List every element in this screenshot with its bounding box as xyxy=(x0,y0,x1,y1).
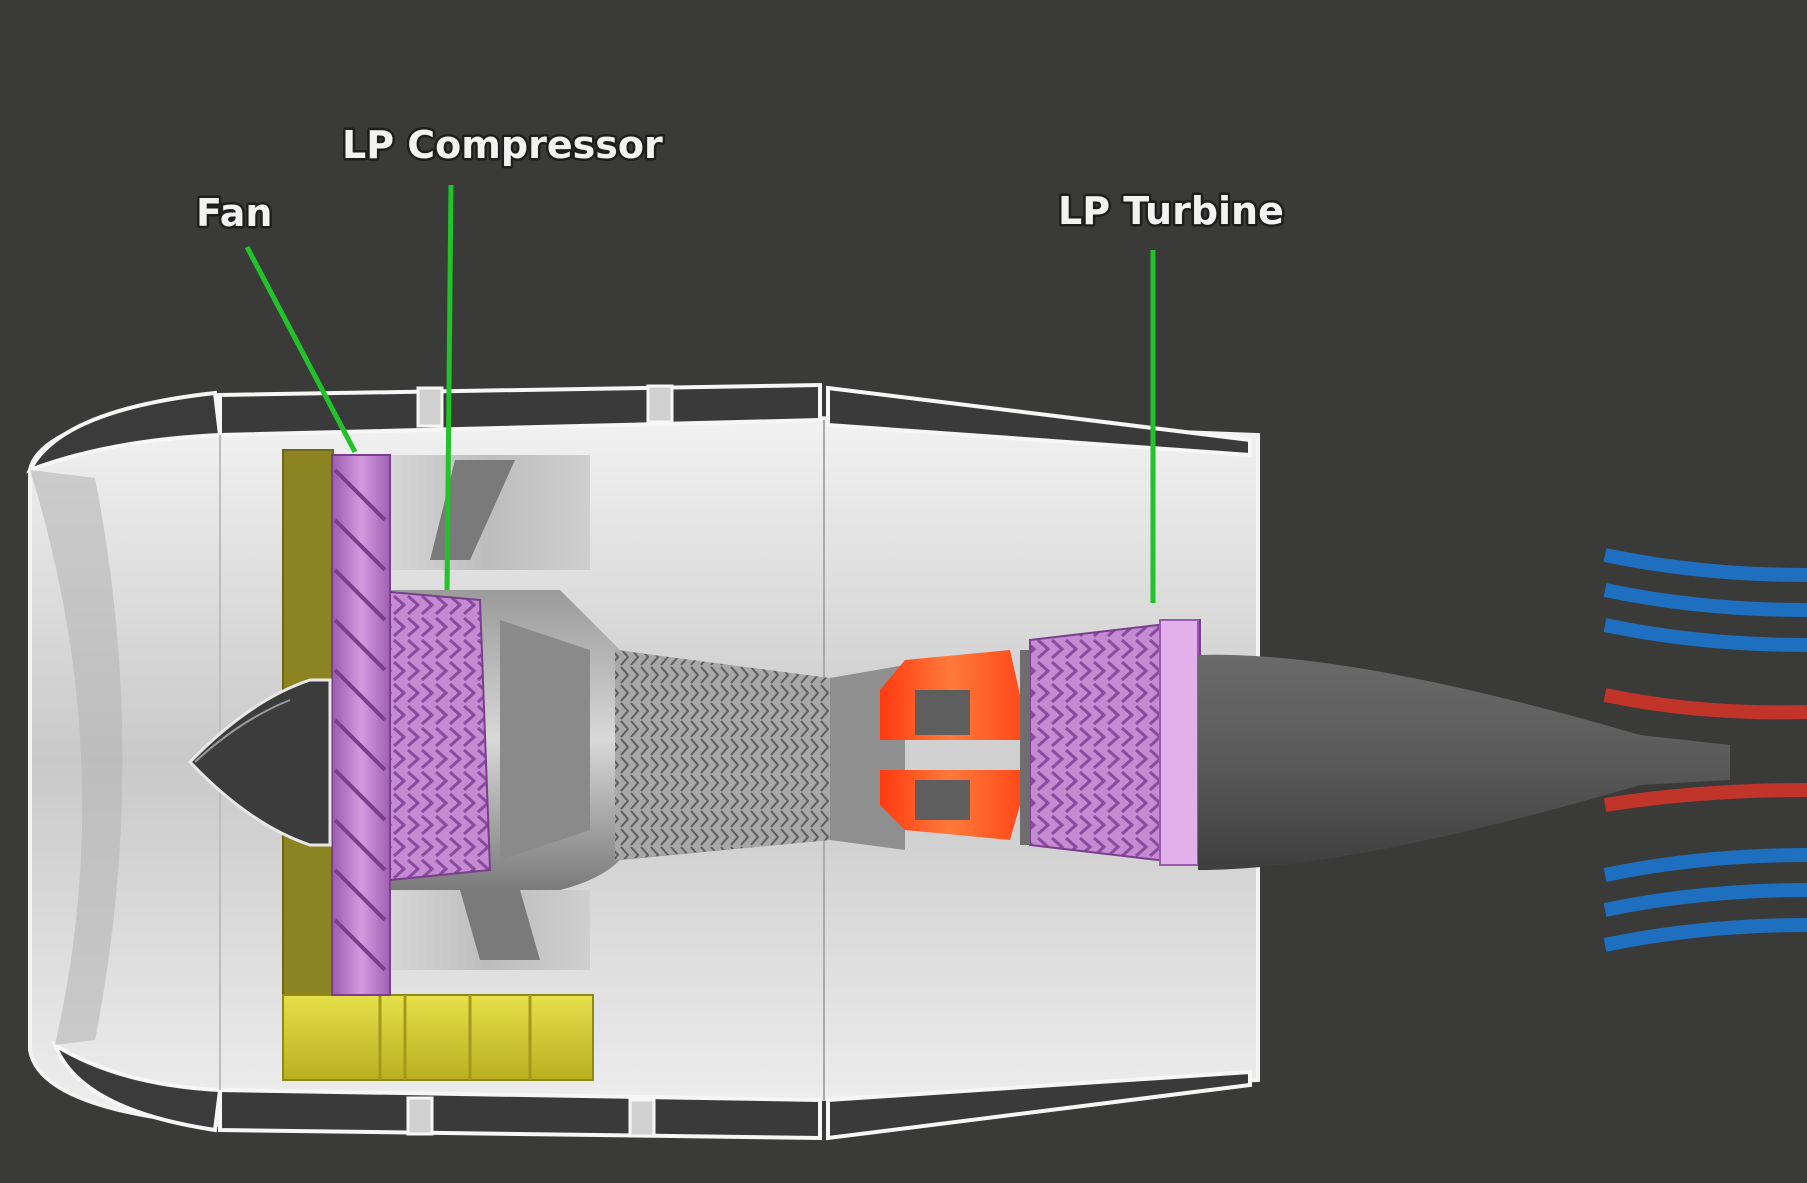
fan-label: Fan xyxy=(196,191,272,235)
hot-flow-line xyxy=(1603,688,1807,720)
exhaust-flow xyxy=(1603,548,1807,952)
lp-compressor-label: LP Compressor xyxy=(342,123,663,167)
fan-leader-line xyxy=(244,245,358,454)
cold-flow-line xyxy=(1603,548,1807,582)
cold-flow-line xyxy=(1603,618,1807,652)
bypass-duct xyxy=(390,455,590,970)
labels: Fan LP Compressor LP Turbine xyxy=(194,121,1287,238)
lp-compressor-stages xyxy=(389,590,492,882)
exhaust-cone xyxy=(1198,654,1730,870)
spinner-nose-cone xyxy=(187,678,332,847)
cold-flow-line xyxy=(1603,848,1807,882)
lp-turbine-stages xyxy=(1020,618,1201,867)
hot-flow-line xyxy=(1603,783,1807,812)
fan-rotor xyxy=(331,454,391,996)
combustor xyxy=(880,650,1020,840)
lp-compressor-leader-line xyxy=(444,184,454,591)
cold-flow-line xyxy=(1603,883,1807,917)
lp-turbine-label: LP Turbine xyxy=(1058,189,1284,233)
leader-lines xyxy=(244,184,1156,603)
engine-core xyxy=(390,590,1020,890)
cold-flow-line xyxy=(1603,918,1807,952)
cold-flow-line xyxy=(1603,583,1807,617)
